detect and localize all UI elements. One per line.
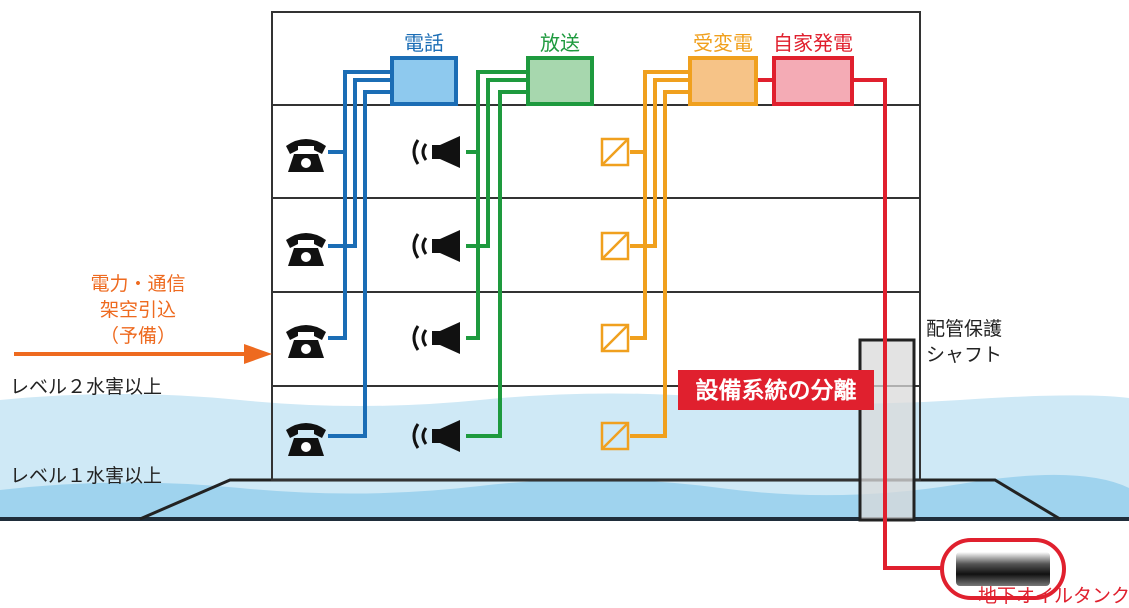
breaker-icon (600, 137, 630, 167)
generator-wiring (756, 78, 945, 570)
incoming-supply-arrow (14, 344, 272, 364)
incoming-supply-line1: 電力・通信 (90, 273, 185, 295)
broadcast-equipment-box (526, 56, 594, 106)
breaker-icon (600, 231, 630, 261)
phone-wiring (328, 70, 392, 438)
speaker-icon (412, 322, 460, 354)
telephone-icon (286, 139, 326, 172)
telephone-icon (286, 423, 326, 456)
generator-equipment-box (772, 56, 854, 106)
telephone-icon (286, 233, 326, 266)
flood-water-level2 (0, 393, 1129, 520)
incoming-supply-line3: （予備） (100, 325, 176, 347)
flood-water-level1 (0, 474, 1129, 520)
telephone-icon (286, 325, 326, 358)
broadcast-wiring (466, 70, 528, 438)
level1-label: レベル１水害以上 (10, 465, 162, 487)
shaft-label-line2: シャフト (926, 344, 1002, 366)
shaft-label-line1: 配管保護 (926, 318, 1002, 340)
separation-banner-text: 設備系統の分離 (696, 377, 857, 404)
substation-wiring (630, 70, 690, 438)
speaker-icon (412, 420, 460, 452)
substation-equipment-box (688, 56, 758, 106)
speaker-icon (412, 230, 460, 262)
level2-label: レベル２水害以上 (10, 376, 162, 398)
oil-tank-label: 地下オイルタンク (978, 585, 1129, 607)
substation-label: 受変電 (693, 31, 753, 55)
phone-label: 電話 (404, 31, 444, 55)
separation-banner (678, 370, 874, 410)
breaker-icon (600, 323, 630, 353)
phone-equipment-box (390, 56, 458, 106)
generator-label: 自家発電 (773, 31, 853, 55)
speaker-icon (412, 136, 460, 168)
broadcast-label: 放送 (540, 31, 580, 55)
oil-tank (940, 538, 1066, 600)
incoming-supply-line2: 架空引込 (100, 299, 176, 321)
breaker-icon (600, 421, 630, 451)
